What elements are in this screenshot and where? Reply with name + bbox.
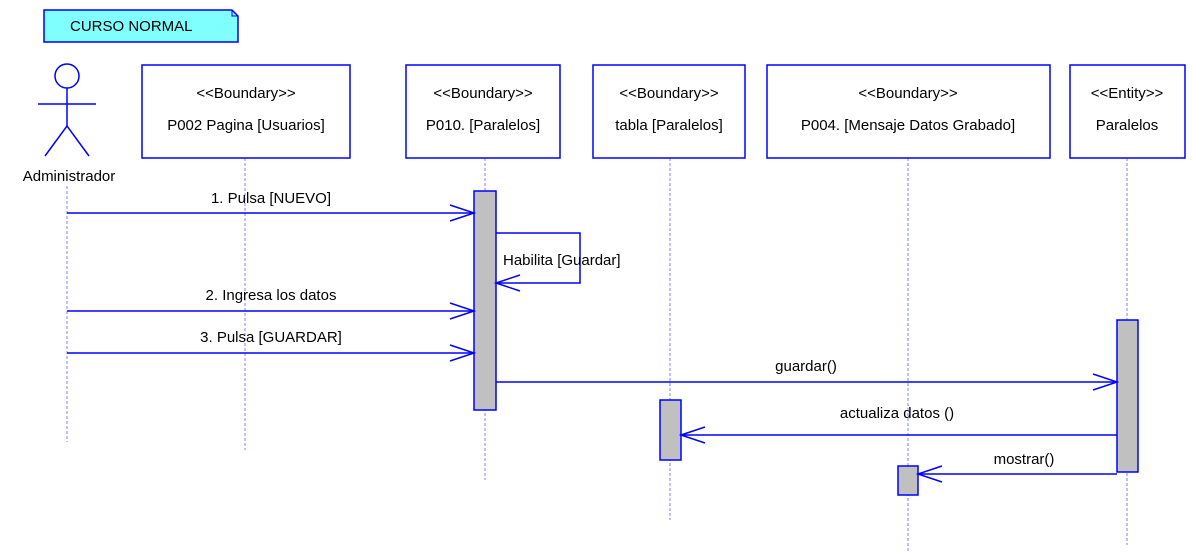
participant-p002[interactable]: <<Boundary>> P002 Pagina [Usuarios] xyxy=(141,64,351,159)
message-label: Habilita [Guardar] xyxy=(503,252,621,269)
activation-p004 xyxy=(897,465,919,496)
message-label: 1. Pulsa [NUEVO] xyxy=(211,190,331,207)
arrowhead-icon xyxy=(449,204,477,222)
arrowhead-icon xyxy=(449,344,477,362)
arrowhead-icon xyxy=(915,465,943,483)
actor-name: Administrador xyxy=(23,168,116,185)
message-2[interactable]: 2. Ingresa los datos xyxy=(67,287,477,320)
participant-name: P010. [Paralelos] xyxy=(426,117,540,134)
participant-tabla[interactable]: <<Boundary>> tabla [Paralelos] xyxy=(592,64,746,159)
message-label: guardar() xyxy=(775,358,837,375)
participant-name: tabla [Paralelos] xyxy=(615,117,723,134)
message-label: actualiza datos () xyxy=(840,405,954,422)
participant-stereotype: <<Boundary>> xyxy=(433,85,532,102)
lifelines xyxy=(66,158,1128,552)
activation-tabla xyxy=(659,399,682,461)
note-fold xyxy=(231,10,238,17)
activation-paralelos xyxy=(1116,319,1139,473)
arrowhead-icon xyxy=(1092,373,1120,391)
participant-box xyxy=(1069,64,1186,159)
participant-box xyxy=(592,64,746,159)
participant-paralelos[interactable]: <<Entity>> Paralelos xyxy=(1069,64,1186,159)
participant-p004[interactable]: <<Boundary>> P004. [Mensaje Datos Grabad… xyxy=(766,64,1051,159)
message-mostrar[interactable]: mostrar() xyxy=(915,451,1117,483)
note-shape xyxy=(43,9,239,43)
message-3[interactable]: 3. Pulsa [GUARDAR] xyxy=(67,329,477,362)
participant-box xyxy=(766,64,1051,159)
message-label: mostrar() xyxy=(994,451,1055,468)
participant-stereotype: <<Boundary>> xyxy=(858,85,957,102)
arrowhead-icon xyxy=(493,274,521,292)
arrowhead-icon xyxy=(449,302,477,320)
participant-stereotype: <<Boundary>> xyxy=(196,85,295,102)
participant-name: P004. [Mensaje Datos Grabado] xyxy=(801,117,1015,134)
participant-box xyxy=(141,64,351,159)
stick-figure-actor-icon xyxy=(38,63,96,157)
participant-name: P002 Pagina [Usuarios] xyxy=(167,117,325,134)
activation-p010 xyxy=(473,190,497,411)
participant-box xyxy=(405,64,561,159)
message-line xyxy=(496,232,581,284)
note-text: CURSO NORMAL xyxy=(70,18,193,35)
actor-administrador[interactable]: Administrador xyxy=(23,63,116,185)
note-curso-normal[interactable]: CURSO NORMAL xyxy=(43,9,239,43)
activations xyxy=(473,190,1139,496)
participant-stereotype: <<Entity>> xyxy=(1091,85,1164,102)
message-guardar[interactable]: guardar() xyxy=(496,358,1120,391)
message-actualiza[interactable]: actualiza datos () xyxy=(678,405,1117,444)
participant-name: Paralelos xyxy=(1096,117,1159,134)
arrowhead-icon xyxy=(678,426,706,444)
message-label: 3. Pulsa [GUARDAR] xyxy=(200,329,342,346)
message-1[interactable]: 1. Pulsa [NUEVO] xyxy=(67,190,477,222)
message-self-habilita[interactable]: Habilita [Guardar] xyxy=(493,232,621,292)
participant-p010[interactable]: <<Boundary>> P010. [Paralelos] xyxy=(405,64,561,159)
message-label: 2. Ingresa los datos xyxy=(206,287,337,304)
participant-stereotype: <<Boundary>> xyxy=(619,85,718,102)
